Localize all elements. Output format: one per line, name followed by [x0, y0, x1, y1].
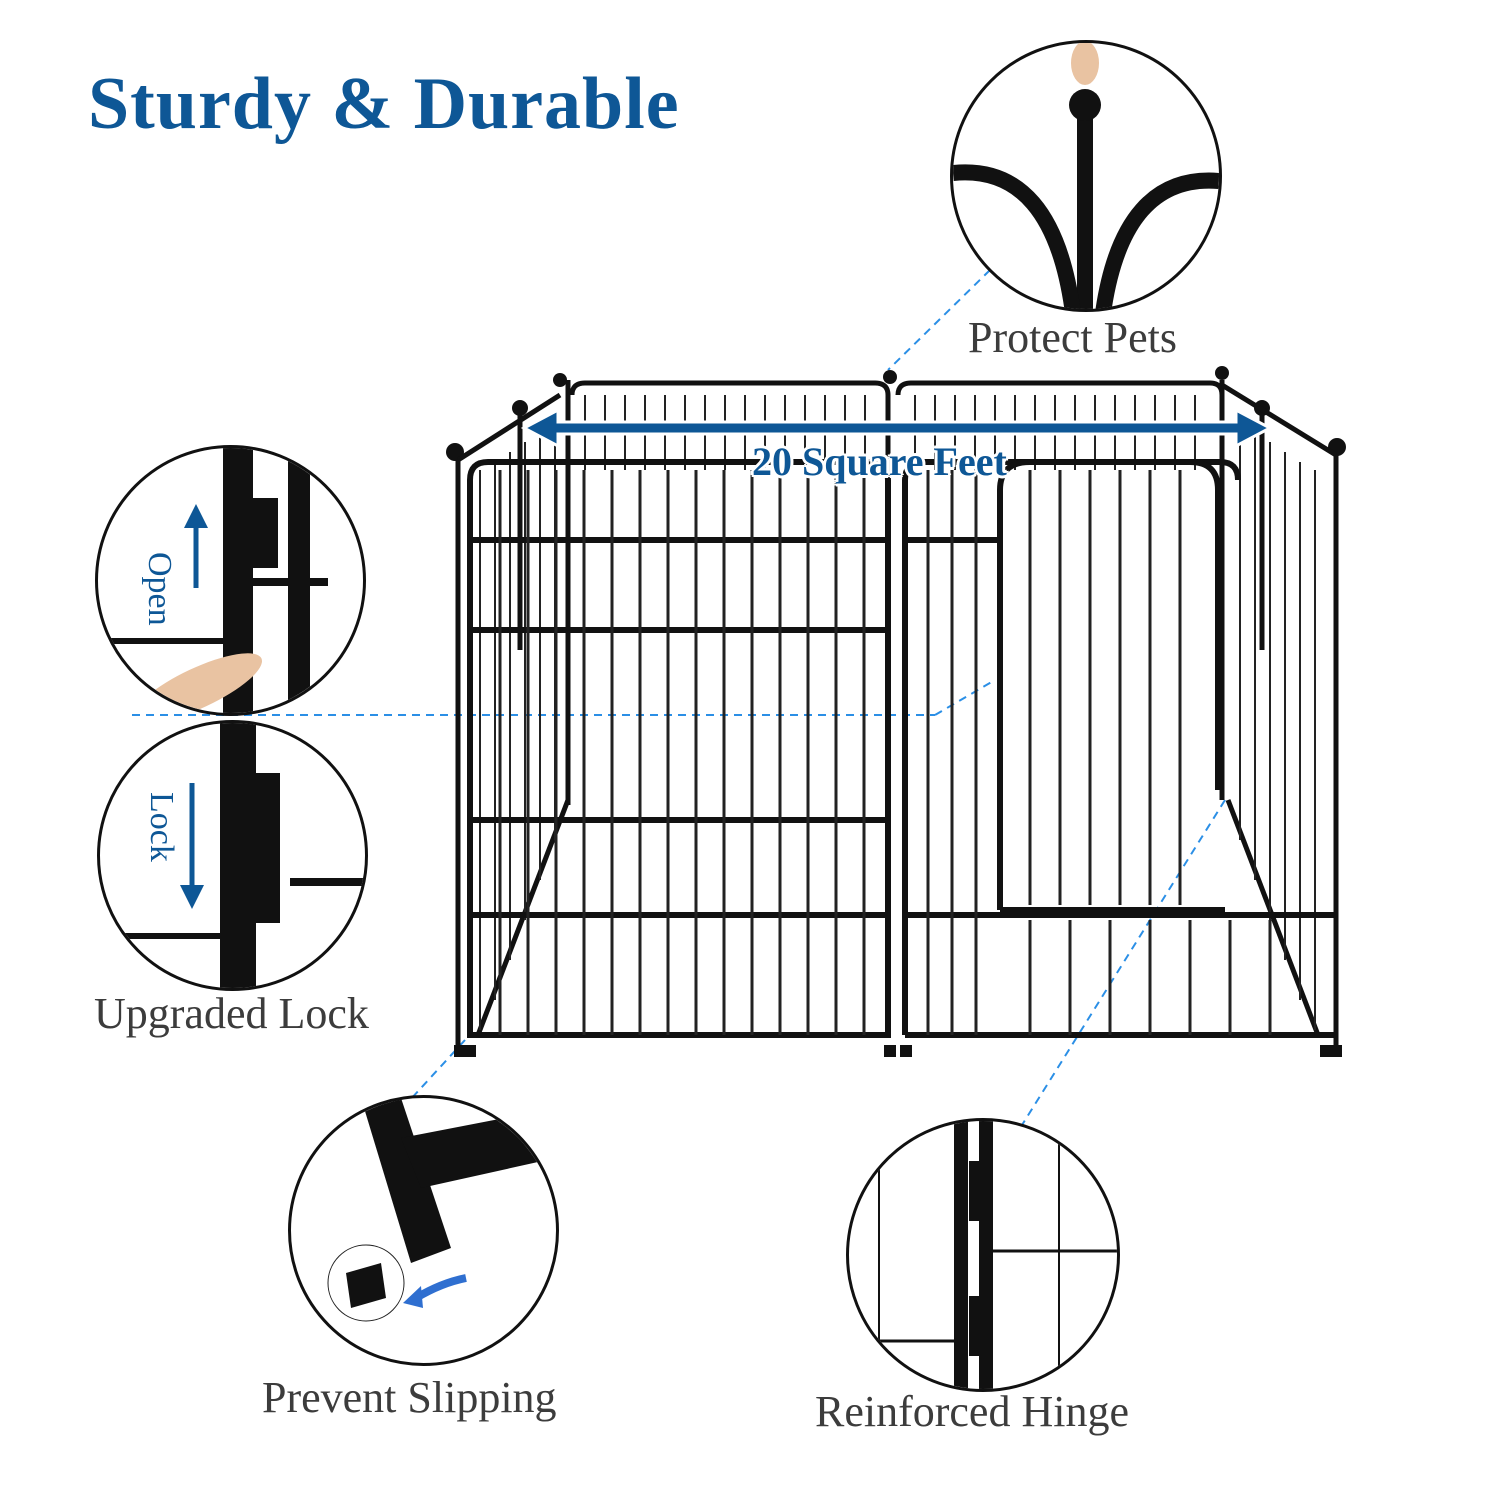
hinge-icon	[849, 1121, 1117, 1389]
latch-open-icon	[98, 448, 328, 713]
prevent-slipping-label: Prevent Slipping	[262, 1373, 557, 1422]
page-title: Sturdy & Durable	[88, 63, 680, 145]
lock-open-detail	[95, 445, 366, 716]
reinforced-hinge-label: Reinforced Hinge	[815, 1387, 1129, 1436]
post-knob-icon	[953, 43, 1219, 309]
lock-closed-detail	[97, 720, 368, 991]
upgraded-lock-label: Upgraded Lock	[94, 989, 369, 1038]
protect-pets-detail	[950, 40, 1222, 312]
open-label: Open	[141, 552, 178, 626]
latch-locked-icon	[100, 723, 365, 988]
prevent-slipping-detail	[288, 1095, 559, 1366]
reinforced-hinge-detail	[846, 1118, 1120, 1392]
lock-label: Lock	[143, 792, 180, 862]
protect-pets-label: Protect Pets	[968, 313, 1177, 362]
foot-pad-icon	[327, 1098, 556, 1322]
dimension-label: 20 Square Feet	[752, 439, 1007, 484]
